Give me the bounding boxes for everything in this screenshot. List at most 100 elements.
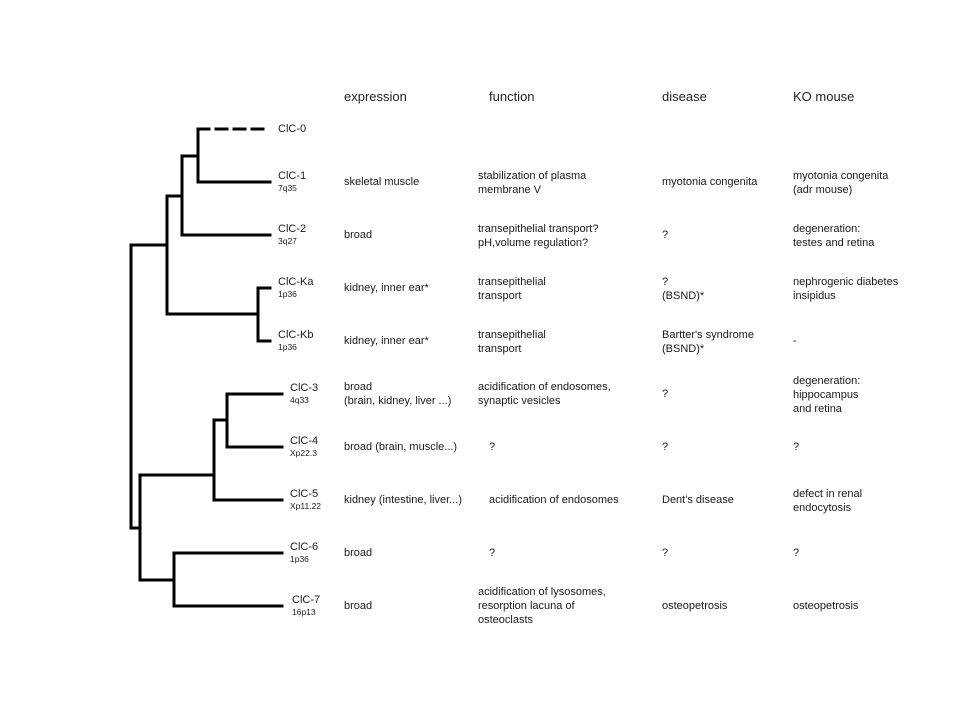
cell-ko-clc-2: degeneration: testes and retina: [793, 222, 874, 250]
cell-ko-clc-1: myotonia congenita (adr mouse): [793, 169, 888, 197]
cell-expression-clc-1: skeletal muscle: [344, 175, 419, 189]
cell-line: degeneration:: [793, 375, 861, 387]
header-disease: disease: [662, 89, 707, 104]
cell-line: Dent's disease: [662, 494, 734, 506]
chromosome-locus: Xp11.22: [290, 501, 322, 511]
cell-line: Bartter's syndrome: [662, 329, 754, 341]
cell-line: ?: [489, 547, 496, 559]
cell-line: ?: [662, 547, 669, 559]
cell-line: and retina: [793, 403, 842, 415]
leaf-label-clc-4: ClC-4 Xp22.3: [290, 435, 318, 458]
cell-line: transepithelial: [478, 276, 546, 288]
cell-disease-clc-3: ?: [662, 387, 668, 401]
cell-line: osteoclasts: [478, 614, 534, 626]
cell-ko-clc-3: degeneration: hippocampus and retina: [793, 374, 860, 416]
channel-name: ClC-7: [292, 594, 321, 606]
cell-line: (BSND)*: [662, 343, 705, 355]
leaf-label-clc-ka: ClC-Ka 1p36: [278, 276, 313, 299]
leaf-label-clc-7: ClC-7 16p13: [292, 594, 320, 617]
cell-line: kidney (intestine, liver...): [344, 494, 462, 506]
cell-line: transport: [478, 343, 522, 355]
cell-ko-clc-4: ?: [793, 440, 799, 454]
cell-line: endocytosis: [793, 502, 852, 514]
cell-line: transepithelial: [478, 329, 546, 341]
cell-line: ?: [662, 441, 669, 453]
cell-expression-clc-2: broad: [344, 228, 372, 242]
cell-disease-clc-4: ?: [662, 440, 668, 454]
cell-expression-clc-5: kidney (intestine, liver...): [344, 493, 462, 507]
channel-name: ClC-5: [290, 488, 319, 500]
chromosome-locus: 7q35: [278, 183, 297, 193]
cell-ko-clc-7: osteopetrosis: [793, 599, 858, 613]
channel-name: ClC-4: [290, 435, 319, 447]
channel-name: ClC-Ka: [278, 276, 314, 288]
cell-line: ?: [662, 229, 669, 241]
leaf-label-clc-6: ClC-6 1p36: [290, 541, 318, 564]
cell-function-clc-6: ?: [489, 546, 495, 560]
cell-line: transport: [478, 290, 522, 302]
cell-line: insipidus: [793, 290, 836, 302]
cell-function-clc-3: acidification of endosomes, synaptic ves…: [478, 380, 611, 408]
cell-disease-clc-7: osteopetrosis: [662, 599, 727, 613]
cell-line: acidification of endosomes,: [478, 381, 611, 393]
chromosome-locus: 1p36: [278, 289, 297, 299]
cell-line: resorption lacuna of: [478, 600, 575, 612]
cell-line: membrane V: [478, 184, 541, 196]
cell-expression-clc-4: broad (brain, muscle...): [344, 440, 457, 454]
cell-expression-clc-ka: kidney, inner ear*: [344, 281, 429, 295]
header-expression: expression: [344, 89, 407, 104]
cell-line: defect in renal: [793, 488, 863, 500]
cell-line: pH,volume regulation?: [478, 237, 589, 249]
cell-function-clc-kb: transepithelial transport: [478, 328, 546, 356]
cell-expression-clc-7: broad: [344, 599, 372, 613]
cell-line: ?: [662, 388, 669, 400]
cell-line: ?: [489, 441, 496, 453]
cell-line: ?: [793, 441, 800, 453]
cell-line: nephrogenic diabetes: [793, 276, 899, 288]
cell-expression-clc-3: broad (brain, kidney, liver ...): [344, 380, 451, 408]
chromosome-locus: 1p36: [278, 342, 297, 352]
cell-line: stabilization of plasma: [478, 170, 587, 182]
chromosome-locus: Xp22.3: [290, 448, 317, 458]
chromosome-locus: 3q27: [278, 236, 297, 246]
cell-line: -: [793, 335, 797, 347]
cell-line: broad: [344, 381, 373, 393]
cell-line: synaptic vesicles: [478, 395, 561, 407]
cell-disease-clc-5: Dent's disease: [662, 493, 734, 507]
cell-line: transepithelial transport?: [478, 223, 599, 235]
cell-ko-clc-ka: nephrogenic diabetes insipidus: [793, 275, 898, 303]
cell-line: acidification of lysosomes,: [478, 586, 606, 598]
cell-function-clc-4: ?: [489, 440, 495, 454]
cell-expression-clc-kb: kidney, inner ear*: [344, 334, 429, 348]
cell-function-clc-ka: transepithelial transport: [478, 275, 546, 303]
cell-function-clc-7: acidification of lysosomes, resorption l…: [478, 585, 606, 627]
cell-line: ?: [662, 276, 669, 288]
cell-line: osteopetrosis: [793, 600, 859, 612]
channel-name: ClC-2: [278, 223, 307, 235]
chromosome-locus: 1p36: [290, 554, 309, 564]
cell-disease-clc-1: myotonia congenita: [662, 175, 757, 189]
cell-line: broad: [344, 229, 373, 241]
channel-name: ClC-3: [290, 382, 319, 394]
cell-line: hippocampus: [793, 389, 859, 401]
cell-line: kidney, inner ear*: [344, 335, 429, 347]
cell-line: broad: [344, 600, 373, 612]
cell-ko-clc-6: ?: [793, 546, 799, 560]
cell-disease-clc-2: ?: [662, 228, 668, 242]
cell-disease-clc-kb: Bartter's syndrome (BSND)*: [662, 328, 754, 356]
cell-line: osteopetrosis: [662, 600, 728, 612]
cell-line: kidney, inner ear*: [344, 282, 429, 294]
header-ko-mouse: KO mouse: [793, 89, 855, 104]
cell-line: myotonia congenita: [662, 176, 758, 188]
cell-expression-clc-6: broad: [344, 546, 372, 560]
cell-line: broad (brain, muscle...): [344, 441, 458, 453]
cell-line: (brain, kidney, liver ...): [344, 395, 452, 407]
leaf-label-clc-3: ClC-3 4q33: [290, 382, 318, 405]
cell-ko-clc-kb: -: [793, 334, 797, 348]
cell-line: acidification of endosomes: [489, 494, 619, 506]
cell-line: (adr mouse): [793, 184, 853, 196]
channel-name: ClC-6: [290, 541, 319, 553]
cell-function-clc-5: acidification of endosomes: [489, 493, 619, 507]
channel-name: ClC-Kb: [278, 329, 314, 341]
leaf-label-clc-kb: ClC-Kb 1p36: [278, 329, 313, 352]
